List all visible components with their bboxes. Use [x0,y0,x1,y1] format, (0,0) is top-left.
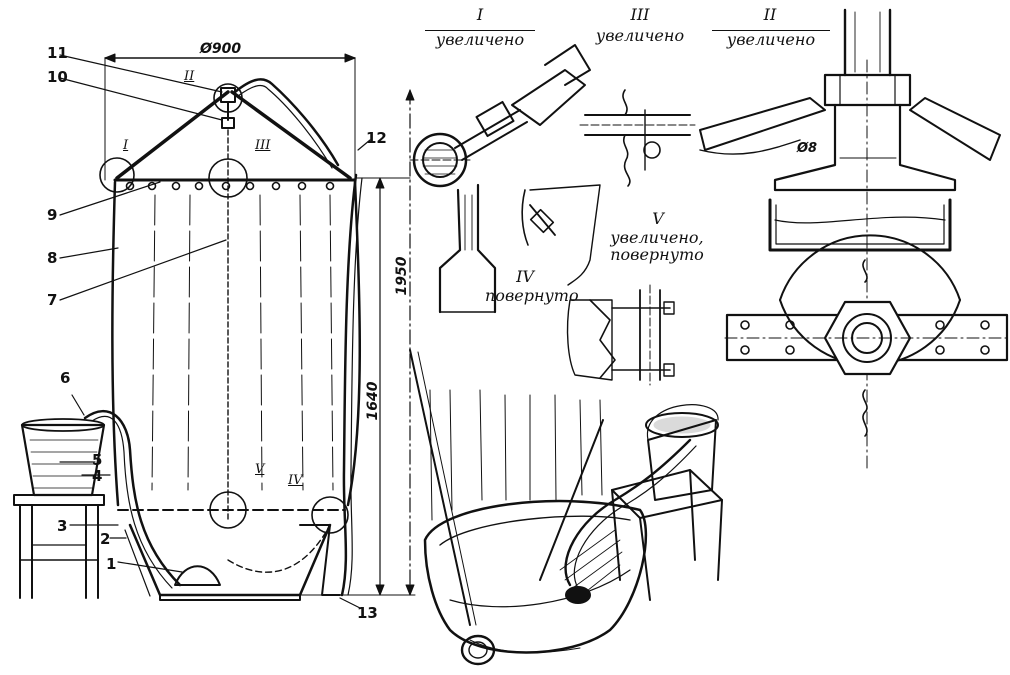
label-12: 12 [366,129,387,147]
dimension-diameter: Ø900 [200,41,242,57]
detail-v-drawing [566,284,675,386]
callout-label-iv: IV [288,473,303,488]
main-assembly [13,53,416,609]
callout-circle-iii [208,158,248,198]
callout-label-i: I [123,138,129,153]
detail-v-caption-line2: повернуто [610,245,704,264]
label-4: 4 [92,467,103,485]
detail-iv-numeral: IV [516,267,534,286]
dimension-height-total: 1950 [394,256,410,296]
detail-iii-caption: увеличено [595,26,685,45]
detail-v-numeral: V [652,209,664,228]
callout-circle-i [99,157,135,193]
label-1: 1 [106,555,117,573]
detail-ii-caption: увеличено [712,30,830,48]
label-3: 3 [57,517,68,535]
callout-circle-iv [311,496,349,534]
detail-ii-drawing [699,8,1009,471]
label-10: 10 [47,68,68,86]
label-9: 9 [47,206,58,224]
callout-circle-ii [213,83,243,113]
label-13: 13 [357,604,378,622]
callout-circle-v [209,491,247,529]
label-7: 7 [47,291,58,309]
label-2: 2 [100,530,111,548]
detail-ii-numeral: II [763,5,777,24]
dimension-height-curtain: 1640 [365,381,381,421]
detail-iii-drawing [579,89,696,187]
callout-label-v: V [255,462,265,477]
detail-iv-caption: повернуто [485,286,579,305]
callout-label-ii: II [184,69,195,84]
callout-label-iii: III [255,138,271,153]
detail-iv-drawing [521,184,601,286]
detail-i-drawing [409,44,591,314]
label-6: 6 [60,369,71,387]
detail-i-caption: увеличено [425,30,535,48]
dimension-hole-diameter: Ø8 [797,141,818,156]
detail-iii-numeral: III [630,5,650,24]
perspective-sketch [409,349,723,666]
detail-v-caption-line1: увеличено, [610,228,704,247]
label-5: 5 [92,451,103,469]
label-11: 11 [47,44,68,62]
label-8: 8 [47,249,58,267]
detail-i-numeral: I [476,5,484,24]
